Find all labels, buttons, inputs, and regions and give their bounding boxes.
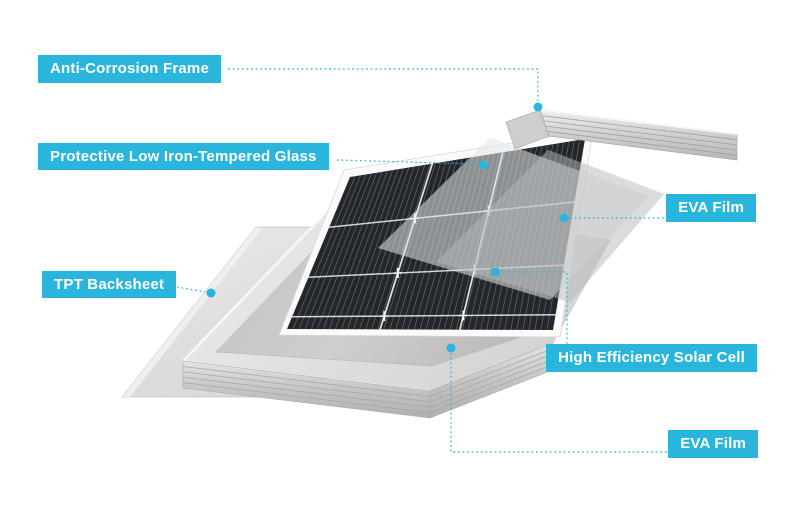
connector-solar-cell [499,271,568,344]
label-tempered-glass: Protective Low Iron-Tempered Glass [38,143,329,170]
callout-connectors [176,68,672,453]
label-solar-cell: High Efficiency Solar Cell [546,344,757,372]
label-anti-corrosion-frame: Anti-Corrosion Frame [38,55,222,83]
marker-dot-backsheet [206,288,216,298]
connector-eva-film-bottom [450,353,672,453]
frame-corner-piece [505,109,738,161]
label-tpt-backsheet: TPT Backsheet [42,271,177,298]
label-eva-film-bottom: EVA Film [668,430,758,458]
eva-film-sheet [435,149,665,303]
marker-dot-frame [533,102,543,112]
connector-tempered-glass [336,159,478,165]
callout-markers [206,102,569,353]
marker-square-solar-cell [491,268,499,276]
connector-anti-corrosion-frame [228,68,539,101]
marker-dot-eva-top [559,213,569,223]
corner-bar-ridge-lines [541,115,738,156]
label-eva-film-top: EVA Film [666,194,756,222]
marker-dot-eva-bottom [446,343,456,353]
marker-dot-glass [478,160,488,170]
connector-tpt-backsheet [176,286,206,293]
